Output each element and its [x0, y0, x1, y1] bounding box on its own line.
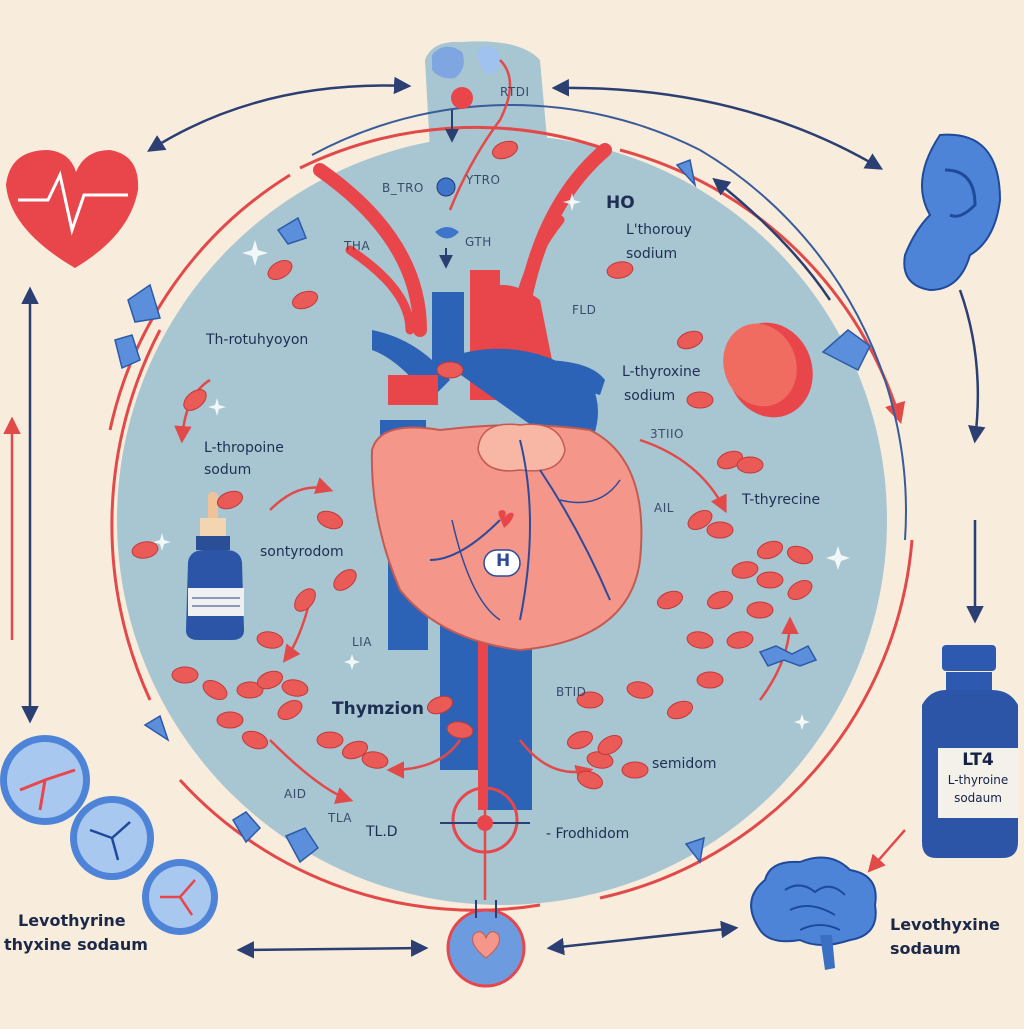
pill-particle — [316, 510, 344, 530]
pill-particle — [716, 450, 744, 470]
pill-particle — [787, 580, 813, 600]
heart-illustration — [370, 348, 643, 652]
label-3tiio: 3TIIO — [650, 427, 684, 441]
pill-particle — [316, 731, 344, 749]
ear-icon — [903, 133, 1002, 292]
pill-particle — [236, 681, 264, 699]
heartbeat-icon — [6, 150, 139, 268]
bottle-label-line2: L-thyroine — [947, 773, 1009, 787]
pill-particle — [786, 545, 814, 565]
pill-particle — [626, 681, 654, 699]
label-l-thorouy: L'thorouy — [626, 222, 692, 238]
pill-particle — [333, 569, 357, 591]
pill-particle — [686, 631, 714, 649]
receptor-target-icon — [440, 786, 530, 988]
label-tha: THA — [344, 239, 371, 253]
label-frodhidom: - Frodhidom — [546, 826, 630, 842]
pill-particle — [216, 711, 244, 729]
label-rtdi: RTDI — [500, 85, 530, 99]
bottle-label-line3: sodaum — [954, 791, 1002, 805]
pill-particle — [756, 540, 784, 560]
label-levo-right-1: Levothyxine — [890, 915, 1000, 934]
pill-particle — [216, 490, 244, 510]
dropper-bottle-left — [186, 492, 244, 640]
pill-particle — [491, 140, 519, 160]
pill-particle — [241, 730, 269, 750]
pill-particle — [171, 666, 199, 684]
label-gth: GTH — [465, 235, 492, 249]
pill-particle — [746, 601, 774, 619]
label-sodium-top: sodium — [626, 246, 678, 262]
pill-particle — [361, 751, 389, 769]
pill-particle — [597, 735, 623, 755]
pill-particle — [277, 700, 303, 720]
crystal-icons — [114, 158, 871, 864]
label-lia: LIA — [352, 635, 372, 649]
label-levo-left-1: Levothyrine — [18, 911, 126, 930]
label-thymzion: Thymzion — [332, 699, 424, 719]
pill-particle — [706, 590, 734, 610]
pill-particle — [341, 740, 369, 760]
pill-particle — [686, 391, 714, 409]
label-levo-right-2: sodaum — [890, 939, 961, 958]
pill-particle — [267, 260, 293, 280]
sparkles — [153, 193, 850, 730]
pill-particle — [726, 631, 754, 649]
heart-tag-label: H — [496, 551, 511, 571]
label-btid: BTID — [556, 685, 587, 699]
pill-particle — [183, 389, 207, 411]
pill-particle — [294, 588, 316, 612]
pill-particle — [256, 631, 284, 649]
pill-particle — [256, 670, 284, 690]
pill-particle — [426, 695, 454, 715]
pill-particle — [676, 330, 704, 350]
label-tld: TL.D — [366, 824, 398, 840]
label-l-thyroxine: L-thyroxine — [622, 364, 701, 380]
pill-particle — [666, 700, 694, 720]
pill-particle — [687, 510, 713, 530]
pill-particle — [706, 521, 734, 539]
cell-icons — [0, 735, 218, 935]
pill-particle — [291, 290, 319, 310]
pill-particle — [656, 590, 684, 610]
pill-particles — [131, 140, 814, 790]
medicine-bottle-right — [922, 645, 1018, 858]
pill-particle — [436, 361, 464, 379]
brain-icon — [750, 856, 877, 970]
label-sodum: sodum — [204, 462, 252, 478]
pill-particle — [131, 541, 159, 559]
pill-particle — [731, 561, 759, 579]
label-b-tro: B_TRO — [382, 181, 424, 195]
tablet-icon — [723, 322, 813, 418]
pill-particle — [281, 679, 309, 697]
label-sodium-mid: sodium — [624, 388, 676, 404]
label-ho: HO — [606, 193, 635, 213]
label-t-thyrecine: T-thyrecine — [742, 492, 821, 508]
label-ytro: YTRO — [466, 173, 501, 187]
label-ail: AIL — [654, 501, 674, 515]
pill-particle — [446, 721, 474, 739]
label-semidom: semidom — [652, 756, 717, 772]
label-sontyrodom: sontyrodom — [260, 544, 344, 560]
pill-particle — [566, 730, 594, 750]
pill-particle — [202, 680, 228, 700]
label-l-thropoine: L-thropoine — [204, 440, 284, 456]
pill-particle — [576, 691, 604, 709]
label-fld: FLD — [572, 303, 597, 317]
label-tla: TLA — [328, 811, 352, 825]
outer-arrows — [21, 76, 986, 959]
label-th-rotuyon: Th-rotuhyoyon — [206, 332, 309, 348]
pill-particle — [576, 770, 604, 790]
pill-particle — [621, 761, 649, 779]
label-aid: AID — [284, 787, 307, 801]
pill-particle — [736, 456, 764, 474]
pill-particle — [756, 571, 784, 589]
thyroid-gland-icon — [432, 46, 512, 269]
label-levo-left-2: thyxine sodaum — [4, 935, 148, 954]
pill-particle — [696, 671, 724, 689]
bottle-label-line1: LT4 — [962, 750, 994, 770]
pill-particle — [606, 261, 634, 279]
